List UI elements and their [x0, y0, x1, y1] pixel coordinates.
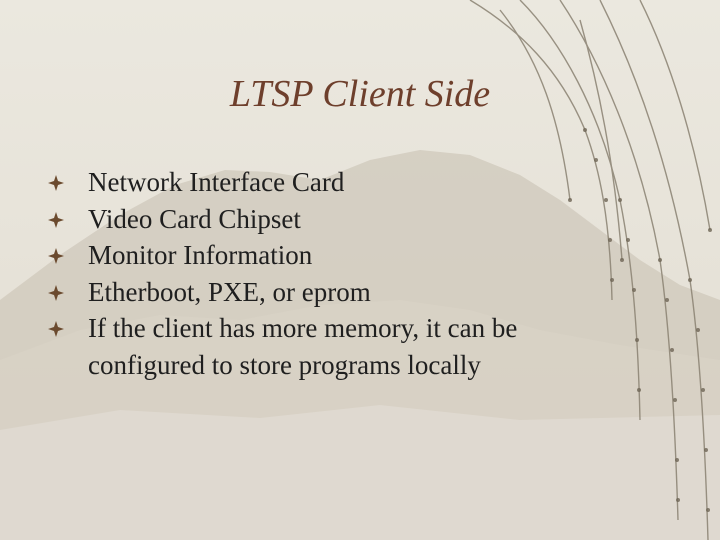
diamond-star-icon — [48, 175, 64, 191]
diamond-star-icon — [48, 321, 64, 337]
bullet-item: If the client has more memory, it can be… — [48, 310, 608, 383]
bullet-item: Video Card Chipset — [48, 201, 608, 238]
bullet-text: Monitor Information — [88, 240, 313, 270]
diamond-star-icon — [48, 248, 64, 264]
bullet-text: Etherboot, PXE, or eprom — [88, 276, 371, 307]
slide-title: LTSP Client Side — [229, 73, 491, 115]
diamond-star-icon — [48, 211, 64, 228]
bullet-text: Video Card Chipset — [88, 203, 301, 234]
bullet-item: Monitor Information — [48, 237, 608, 274]
bullet-item: Network Interface Card — [48, 164, 608, 201]
bullet-item: Etherboot, PXE, or eprom — [48, 274, 608, 311]
bullet-text: If the client has more memory, it can be… — [88, 313, 518, 380]
bullet-text: Network Interface Card — [88, 167, 345, 197]
diamond-star-icon — [48, 284, 64, 301]
bullet-list: Network Interface Card Video Card Chipse… — [48, 164, 608, 383]
